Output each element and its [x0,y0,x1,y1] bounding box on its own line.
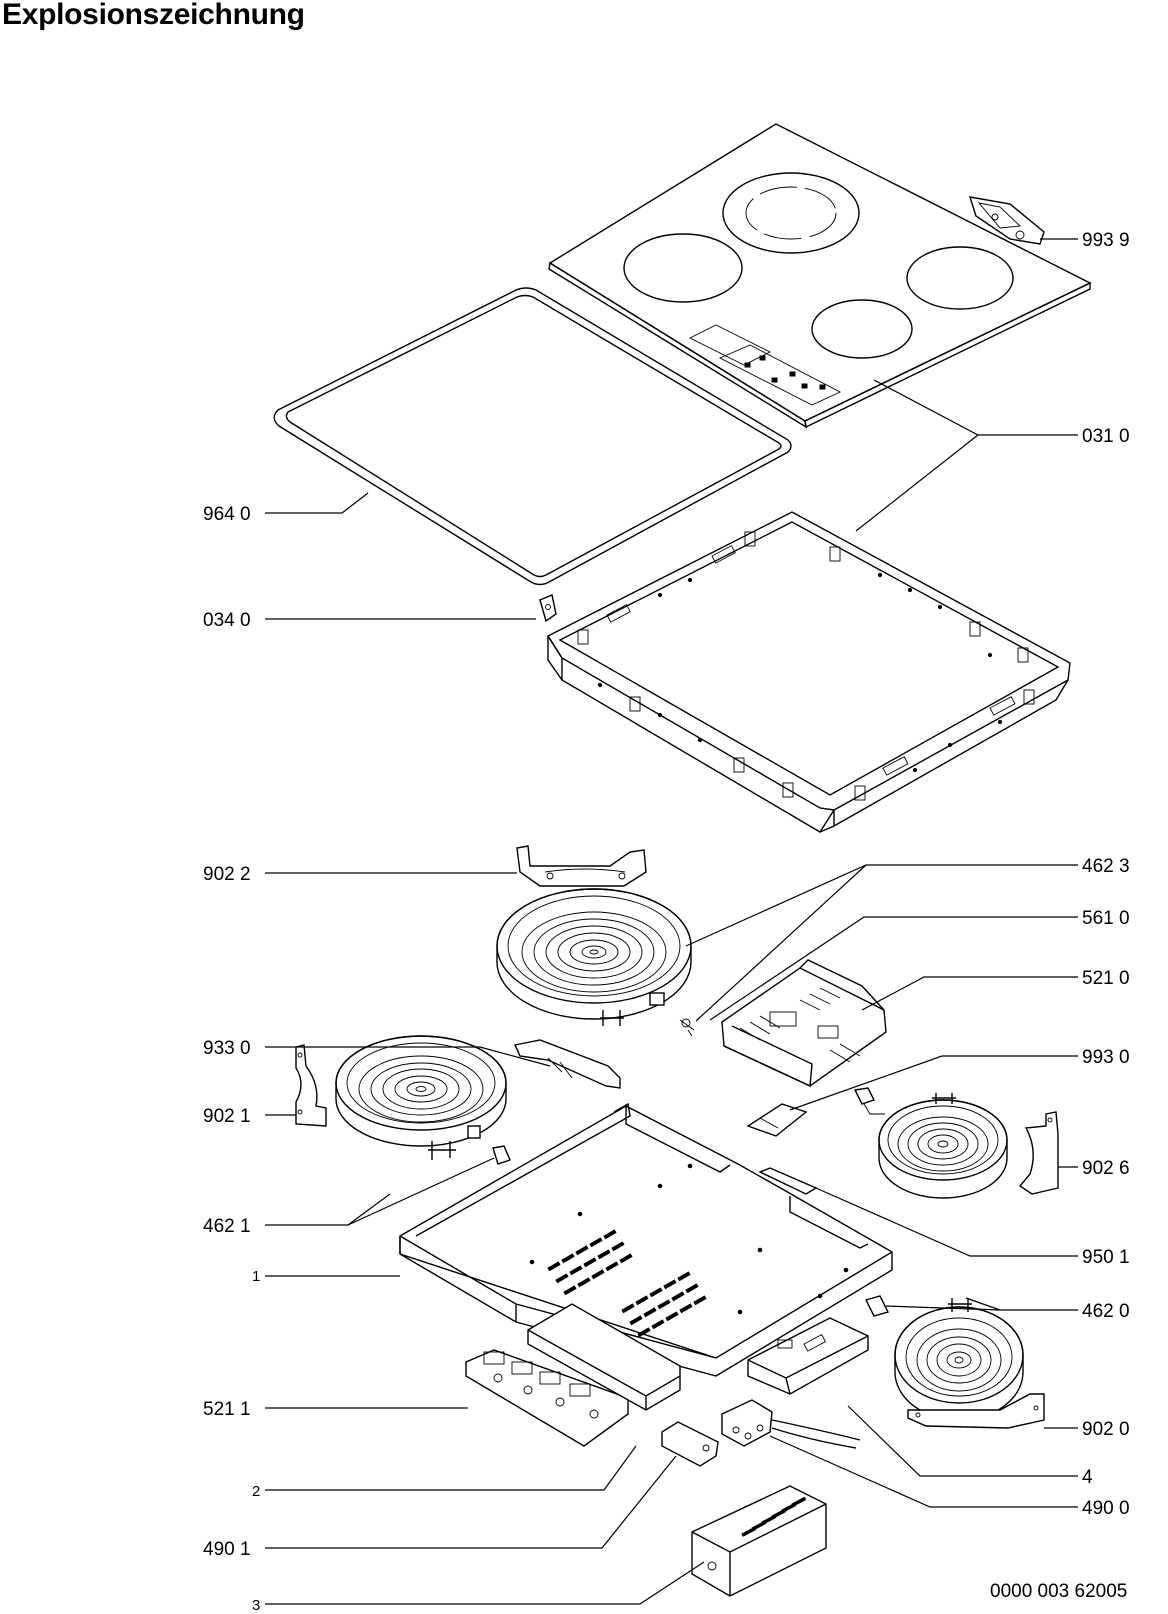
label-1: 1 [252,1268,260,1285]
label-0310: 031 0 [1082,426,1130,447]
label-4620: 462 0 [1082,1301,1130,1322]
bottom-tray-1 [399,1102,894,1377]
clip-0340 [539,594,557,623]
bracket-9930 [746,1103,808,1137]
label-9021: 902 1 [203,1106,251,1127]
label-9022: 902 2 [203,864,251,885]
label-4900: 490 0 [1082,1498,1130,1519]
bracket-9330 [513,1039,621,1089]
label-5210: 521 0 [1082,968,1130,989]
part-labels: 993 9 031 0 964 0 034 0 902 2 462 3 561 … [203,230,1130,1614]
label-9640: 964 0 [203,504,251,525]
label-9020: 902 0 [1082,1419,1130,1440]
bracket-9022 [516,845,647,887]
label-2: 2 [252,1483,260,1500]
electronics-box-4 [747,1317,869,1395]
heater-large-4623 [496,888,692,1026]
label-9939: 993 9 [1082,230,1130,251]
document-number: 0000 003 62005 [990,1581,1127,1602]
cover-3 [691,1485,827,1597]
label-4621: 462 1 [203,1216,251,1237]
gasket-frame-9640 [273,287,792,586]
glass-ceramic-top [548,123,1092,429]
bracket-9026 [1018,1111,1059,1195]
label-4: 4 [1082,1467,1093,1488]
bracket-9021 [295,1044,327,1127]
part-4901 [661,1421,719,1467]
label-5211: 521 1 [203,1399,251,1420]
heater-right-lower-4620 [864,1295,1024,1421]
hob-frame [546,511,1071,833]
drawing-title: Explosionszeichnung [2,0,305,31]
bracket-9939 [968,196,1045,245]
leader-lines [265,238,1078,1605]
label-5610: 561 0 [1082,908,1130,929]
heater-left-4621 [335,1035,511,1165]
control-unit-5210 [679,959,887,1088]
control-board-5211 [465,1349,629,1447]
support-2 [527,1303,681,1411]
label-0340: 034 0 [203,610,251,631]
label-3: 3 [252,1597,260,1614]
label-9330: 933 0 [203,1038,251,1059]
label-9930: 993 0 [1082,1047,1130,1068]
bracket-9020 [907,1393,1045,1429]
heater-right-mid [853,1087,1008,1199]
connector-4900 [721,1399,861,1449]
label-9501: 950 1 [1082,1247,1130,1268]
label-4623: 462 3 [1082,856,1130,877]
label-4901: 490 1 [203,1539,251,1560]
label-9026: 902 6 [1082,1158,1130,1179]
